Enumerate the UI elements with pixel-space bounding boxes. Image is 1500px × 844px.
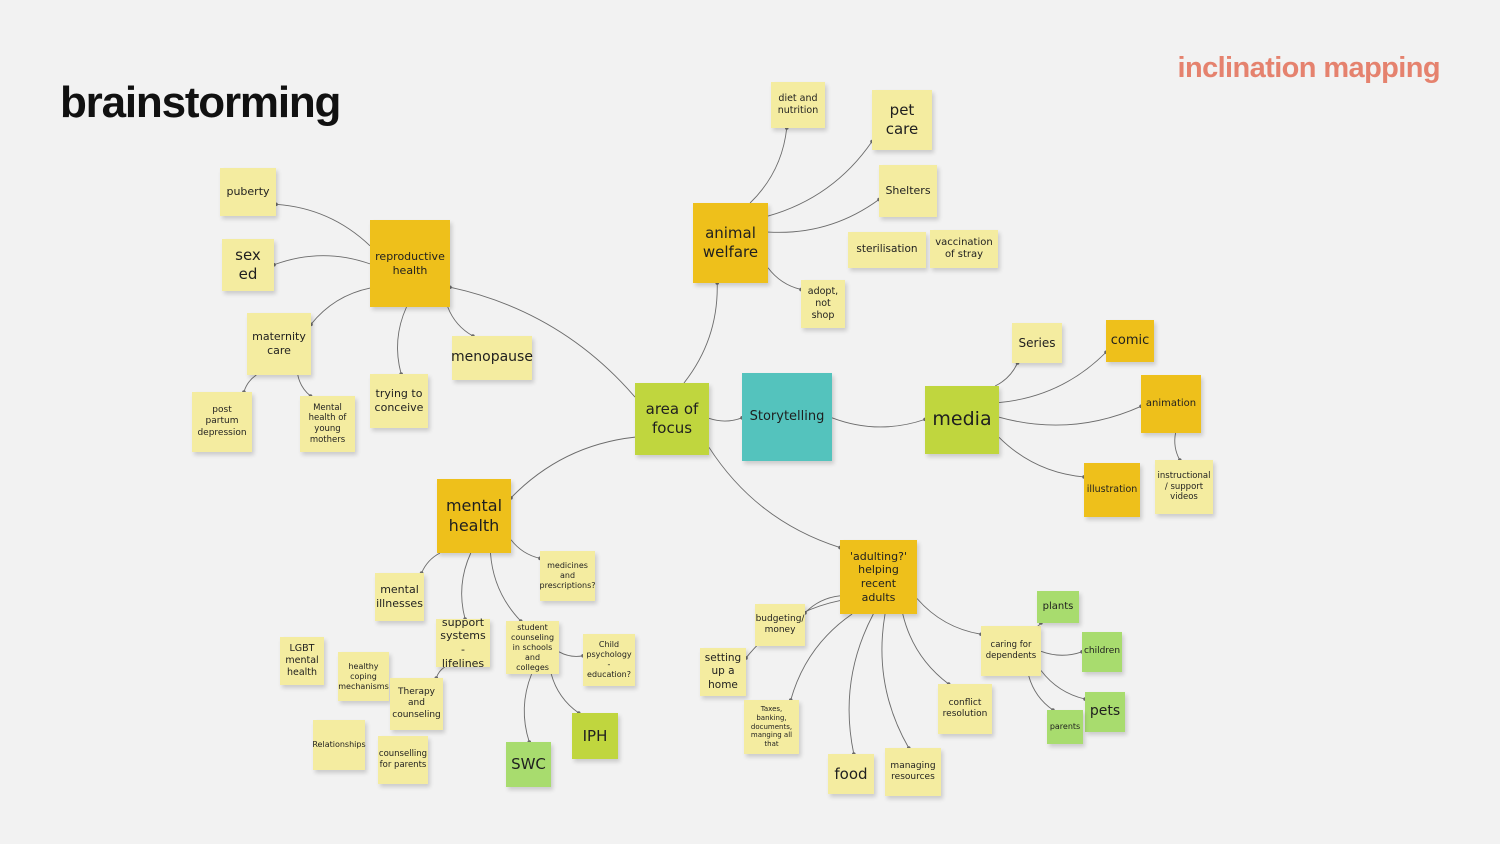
connector-media-to-animation [998, 405, 1142, 426]
connector-area-of-focus-to-storytelling [708, 417, 743, 422]
connector-animal-welfare-to-pet-care [767, 141, 873, 217]
connector-adulting-to-conflict-resolution [902, 613, 949, 685]
connector-mental-health-to-medicines-and-prescriptions [510, 539, 541, 559]
connector-media-to-series [994, 362, 1018, 387]
sticky-note-relationships[interactable]: Relationships [312, 720, 366, 770]
connector-maternity-care-to-mental-health-young-mothers [297, 374, 311, 397]
sticky-note-instructional-support-videos[interactable]: instructional / support videos [1155, 460, 1213, 514]
sticky-note-counselling-for-parents[interactable]: counselling for parents [378, 736, 428, 784]
page-subtitle: inclination mapping [1177, 52, 1441, 84]
connector-adulting-to-budgeting-money [804, 595, 841, 614]
connector-storytelling-to-media [831, 417, 926, 428]
sticky-note-trying-to-conceive[interactable]: trying to conceive [370, 374, 428, 428]
connector-student-counseling-to-swc [523, 673, 533, 743]
sticky-note-children[interactable]: children [1082, 632, 1122, 672]
sticky-note-mental-health[interactable]: mental health [437, 479, 511, 553]
sticky-note-budgeting-money[interactable]: budgeting/ money [755, 604, 805, 646]
sticky-note-swc[interactable]: SWC [506, 742, 551, 787]
connector-student-counseling-to-child-psychology-education [558, 651, 584, 657]
connector-mental-health-to-student-counseling [490, 552, 522, 622]
sticky-note-taxes-banking[interactable]: Taxes, banking, documents, manging all t… [744, 700, 799, 754]
connector-animal-welfare-to-shelters [767, 199, 880, 233]
sticky-note-plants[interactable]: plants [1037, 591, 1079, 623]
sticky-note-pets[interactable]: pets [1085, 692, 1125, 732]
connector-reproductive-health-to-menopause [447, 306, 474, 337]
connector-area-of-focus-to-mental-health [510, 436, 636, 499]
sticky-note-parents[interactable]: parents [1047, 710, 1083, 744]
sticky-note-setting-up-a-home[interactable]: setting up a home [700, 648, 746, 696]
sticky-note-comic[interactable]: comic [1106, 320, 1154, 362]
connector-animal-welfare-to-adopt-not-shop [767, 267, 802, 290]
connector-animation-to-instructional-support-videos [1174, 432, 1181, 461]
sticky-note-lgbt-mental-health[interactable]: LGBT mental health [280, 637, 324, 685]
sticky-note-sterilisation[interactable]: sterilisation [848, 232, 926, 268]
connector-adulting-to-caring-for-dependents [916, 598, 982, 635]
connector-reproductive-health-to-sex-ed [273, 255, 371, 266]
connector-student-counseling-to-iph [550, 673, 580, 714]
connector-caring-for-dependents-to-parents [1028, 675, 1054, 711]
sticky-note-mental-health-young-mothers[interactable]: Mental health of young mothers [300, 396, 355, 452]
connector-mental-health-to-mental-illnesses [421, 552, 441, 574]
sticky-note-adulting[interactable]: 'adulting?' helping recent adults [840, 540, 917, 614]
connector-reproductive-health-to-maternity-care [310, 287, 371, 325]
sticky-note-shelters[interactable]: Shelters [879, 165, 937, 217]
sticky-note-managing-resources[interactable]: managing resources [885, 748, 941, 796]
sticky-note-support-systems-lifelines[interactable]: support systems - lifelines [436, 616, 490, 670]
sticky-note-sex-ed[interactable]: sex ed [222, 239, 274, 291]
connector-animal-welfare-to-diet-and-nutrition [749, 127, 788, 204]
sticky-note-pet-care[interactable]: pet care [872, 90, 932, 150]
sticky-note-therapy-and-counseling[interactable]: Therapy and counseling [390, 678, 443, 730]
sticky-note-puberty[interactable]: puberty [220, 168, 276, 216]
sticky-note-food[interactable]: food [828, 754, 874, 794]
sticky-note-reproductive-health[interactable]: reproductive health [370, 220, 450, 307]
sticky-note-iph[interactable]: IPH [572, 713, 618, 759]
connector-caring-for-dependents-to-children [1040, 650, 1083, 656]
sticky-note-animation[interactable]: animation [1141, 375, 1201, 433]
sticky-note-diet-and-nutrition[interactable]: diet and nutrition [771, 82, 825, 128]
connector-adulting-to-food [848, 613, 874, 755]
sticky-note-animal-welfare[interactable]: animal welfare [693, 203, 768, 283]
sticky-note-storytelling[interactable]: Storytelling [742, 373, 832, 461]
sticky-note-child-psychology-education[interactable]: Child psychology - education? [583, 634, 635, 686]
sticky-note-area-of-focus[interactable]: area of focus [635, 383, 709, 455]
sticky-note-menopause[interactable]: menopause [451, 336, 533, 380]
connector-area-of-focus-to-animal-welfare [683, 282, 718, 384]
connector-reproductive-health-to-trying-to-conceive [397, 306, 407, 375]
connector-adulting-to-managing-resources [881, 613, 910, 749]
sticky-note-healthy-coping-mechanisms[interactable]: healthy coping mechanisms [338, 652, 389, 701]
sticky-note-mental-illnesses[interactable]: mental illnesses [375, 573, 424, 621]
page-title: brainstorming [60, 78, 341, 127]
connector-area-of-focus-to-adulting [708, 447, 841, 548]
sticky-note-post-partum-depression[interactable]: post partum depression [192, 392, 252, 452]
connector-mental-health-to-support-systems-lifelines [461, 552, 472, 620]
sticky-note-maternity-care[interactable]: maternity care [247, 313, 311, 375]
sticky-note-student-counseling[interactable]: student counseling in schools and colleg… [506, 621, 559, 674]
sticky-note-illustration[interactable]: illustration [1084, 463, 1140, 517]
sticky-note-vaccination-of-stray[interactable]: vaccination of stray [930, 230, 998, 268]
sticky-note-medicines-and-prescriptions[interactable]: medicines and prescriptions? [540, 551, 596, 601]
sticky-note-media[interactable]: media [925, 386, 999, 454]
connector-maternity-care-to-post-partum-depression [243, 374, 257, 393]
sticky-note-adopt-not-shop[interactable]: adopt, not shop [801, 280, 845, 328]
sticky-note-series[interactable]: Series [1012, 323, 1062, 363]
connector-media-to-illustration [998, 436, 1085, 478]
sticky-note-caring-for-dependents[interactable]: caring for dependents [981, 626, 1041, 676]
connector-reproductive-health-to-puberty [275, 203, 371, 247]
connector-caring-for-dependents-to-pets [1040, 670, 1086, 700]
sticky-note-conflict-resolution[interactable]: conflict resolution [938, 684, 992, 734]
